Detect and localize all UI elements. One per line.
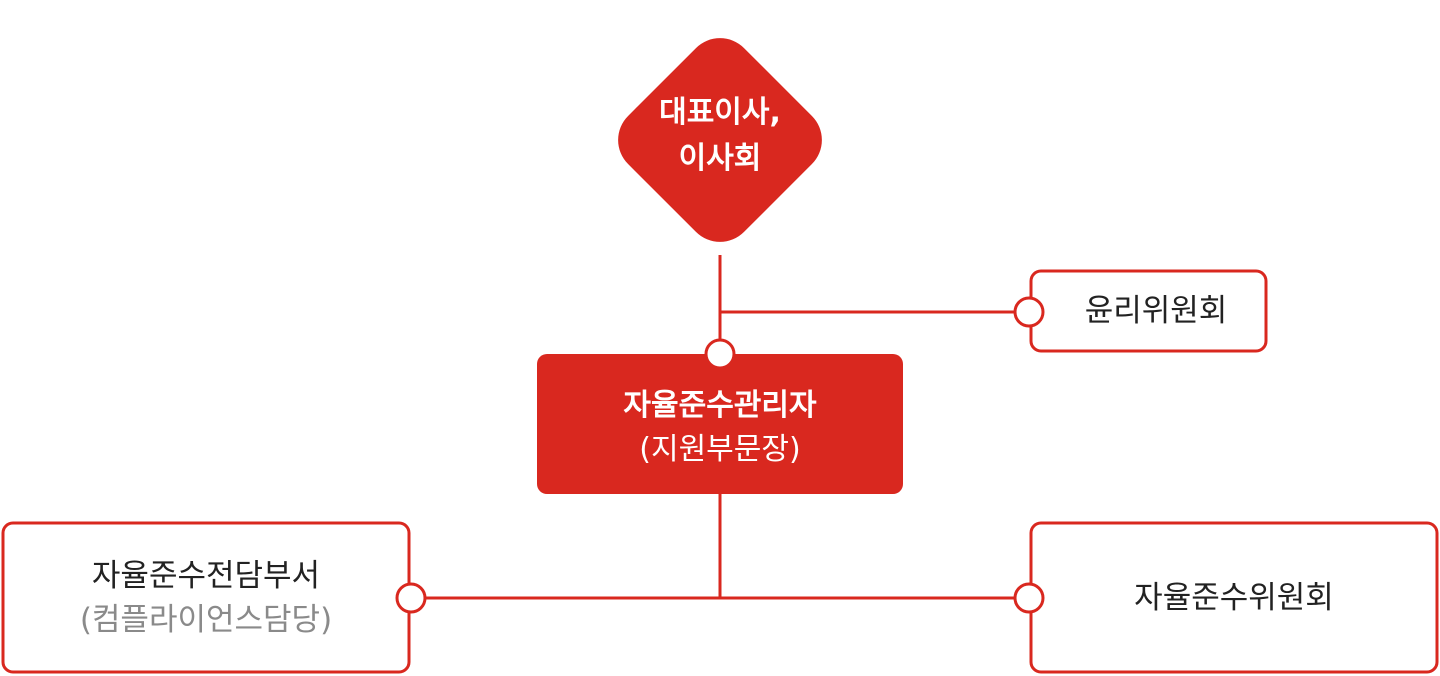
ceo-board-line2: 이사회 bbox=[678, 141, 762, 176]
connector-dot-committee bbox=[1013, 582, 1045, 614]
ceo-board-diamond bbox=[618, 38, 822, 242]
compliance-department-title: 자율준수전담부서 bbox=[91, 557, 321, 594]
compliance-department-node: 자율준수전담부서 (컴플라이언스담당) bbox=[3, 523, 409, 672]
ethics-committee-label: 윤리위원회 bbox=[1084, 293, 1228, 329]
compliance-manager-title: 자율준수관리자 bbox=[623, 388, 817, 423]
ceo-board-line1: 대표이사, bbox=[659, 95, 781, 130]
compliance-manager-subtitle: (지원부문장) bbox=[639, 432, 801, 467]
ethics-committee-node: 윤리위원회 bbox=[1046, 271, 1266, 351]
compliance-manager-box bbox=[537, 354, 903, 494]
compliance-committee-node: 자율준수위원회 bbox=[1031, 523, 1437, 672]
compliance-committee-label: 자율준수위원회 bbox=[1134, 579, 1334, 616]
connector-dot-ethics bbox=[1013, 296, 1045, 328]
compliance-department-subtitle: (컴플라이언스담당) bbox=[79, 601, 333, 638]
compliance-manager-node: 자율준수관리자 (지원부문장) bbox=[537, 362, 903, 494]
connector-dot-department bbox=[395, 582, 427, 614]
connector-dot-manager-top bbox=[704, 338, 736, 370]
ceo-board-node: 대표이사, 이사회 bbox=[604, 86, 836, 186]
